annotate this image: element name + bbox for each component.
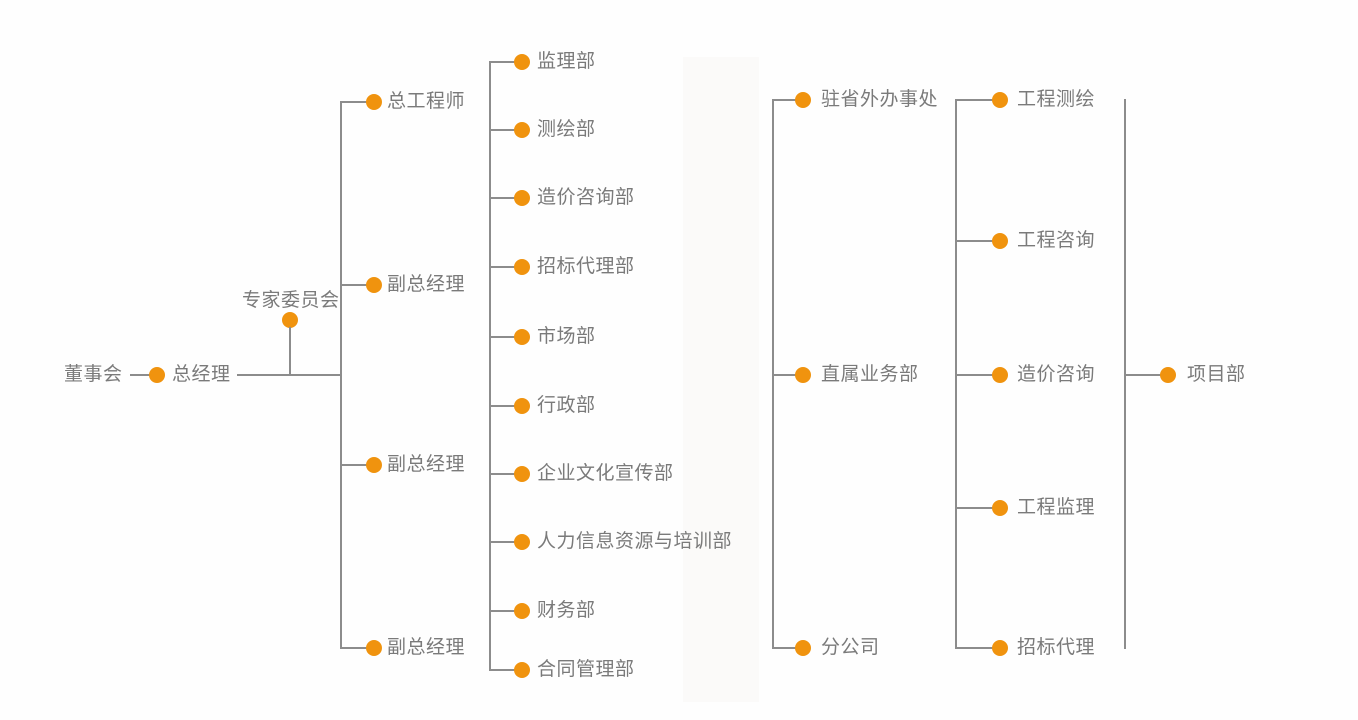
connector-stub [490,336,515,338]
connector-stub [956,647,993,649]
node-label-cost-consulting-dept: 造价咨询部 [537,187,635,208]
node-dot-icon [366,640,382,656]
node-dot-icon [282,312,298,328]
connector-stub [341,284,367,286]
connector-stub [490,610,515,612]
node-dot-icon [795,367,811,383]
watermark-cover [683,57,759,702]
connector-stub [956,240,993,242]
connector-stub [956,507,993,509]
node-label-deputy-gm-2: 副总经理 [387,454,466,475]
node-dot-icon [514,398,530,414]
connector-stub [490,129,515,131]
node-dot-icon [514,122,530,138]
node-dot-icon [366,94,382,110]
node-dot-icon [795,92,811,108]
node-label-deputy-gm-1: 副总经理 [387,274,466,295]
node-dot-icon [366,457,382,473]
node-label-engineering-consulting: 工程咨询 [1017,230,1096,251]
spine-departments [489,61,491,671]
node-label-out-of-province-office: 驻省外办事处 [821,89,939,110]
spine-executives [340,101,342,649]
node-dot-icon [992,367,1008,383]
node-dot-icon [514,54,530,70]
node-dot-icon [795,640,811,656]
connector-stub [490,405,515,407]
connector-stub [773,99,796,101]
node-label-chief-engineer: 总工程师 [387,91,466,112]
node-label-bidding-agency: 招标代理 [1017,637,1096,658]
node-dot-icon [366,277,382,293]
connector-stub [773,647,796,649]
node-label-contract-mgmt-dept: 合同管理部 [537,659,635,680]
node-label-general-manager: 总经理 [172,364,231,385]
node-dot-icon [514,603,530,619]
connector-stub [341,647,367,649]
connector-stub [773,374,796,376]
node-dot-icon [992,233,1008,249]
connector-board-gm [130,374,150,376]
node-label-advisory-committee: 专家委员会 [242,290,340,311]
node-label-finance-dept: 财务部 [537,600,596,621]
connector-advisory-drop [289,327,291,375]
node-dot-icon [992,640,1008,656]
node-label-admin-dept: 行政部 [537,395,596,416]
node-dot-icon [514,259,530,275]
connector-stub [490,197,515,199]
node-dot-icon [514,662,530,678]
node-label-cost-consulting: 造价咨询 [1017,364,1096,385]
node-label-board: 董事会 [64,364,123,385]
node-dot-icon [514,190,530,206]
node-dot-icon [992,500,1008,516]
node-label-culture-publicity-dept: 企业文化宣传部 [537,463,674,484]
connector-stub [490,266,515,268]
node-dot-icon [514,466,530,482]
node-label-supervision-dept: 监理部 [537,51,596,72]
connector-stub [490,473,515,475]
connector-stub [341,101,367,103]
node-label-direct-business-dept: 直属业务部 [821,364,919,385]
node-dot-icon [992,92,1008,108]
connector-stub [341,464,367,466]
connector-stub [490,669,515,671]
node-label-branch-company: 分公司 [821,637,880,658]
connector-stub [1125,374,1161,376]
node-label-project-department: 项目部 [1187,364,1246,385]
node-label-hr-training-dept: 人力信息资源与培训部 [537,531,733,552]
connector-stub [956,99,993,101]
connector-stub [956,374,993,376]
connector-stub [490,541,515,543]
node-dot-icon [149,367,165,383]
node-label-marketing-dept: 市场部 [537,326,596,347]
connector-stub [490,61,515,63]
node-label-engineering-surveying: 工程测绘 [1017,89,1096,110]
node-label-surveying-dept: 测绘部 [537,119,596,140]
node-dot-icon [514,329,530,345]
node-label-bidding-agency-dept: 招标代理部 [537,256,635,277]
node-label-engineering-supervision: 工程监理 [1017,497,1096,518]
connector-gm-spine [237,374,341,376]
node-dot-icon [1160,367,1176,383]
node-dot-icon [514,534,530,550]
node-label-deputy-gm-3: 副总经理 [387,637,466,658]
